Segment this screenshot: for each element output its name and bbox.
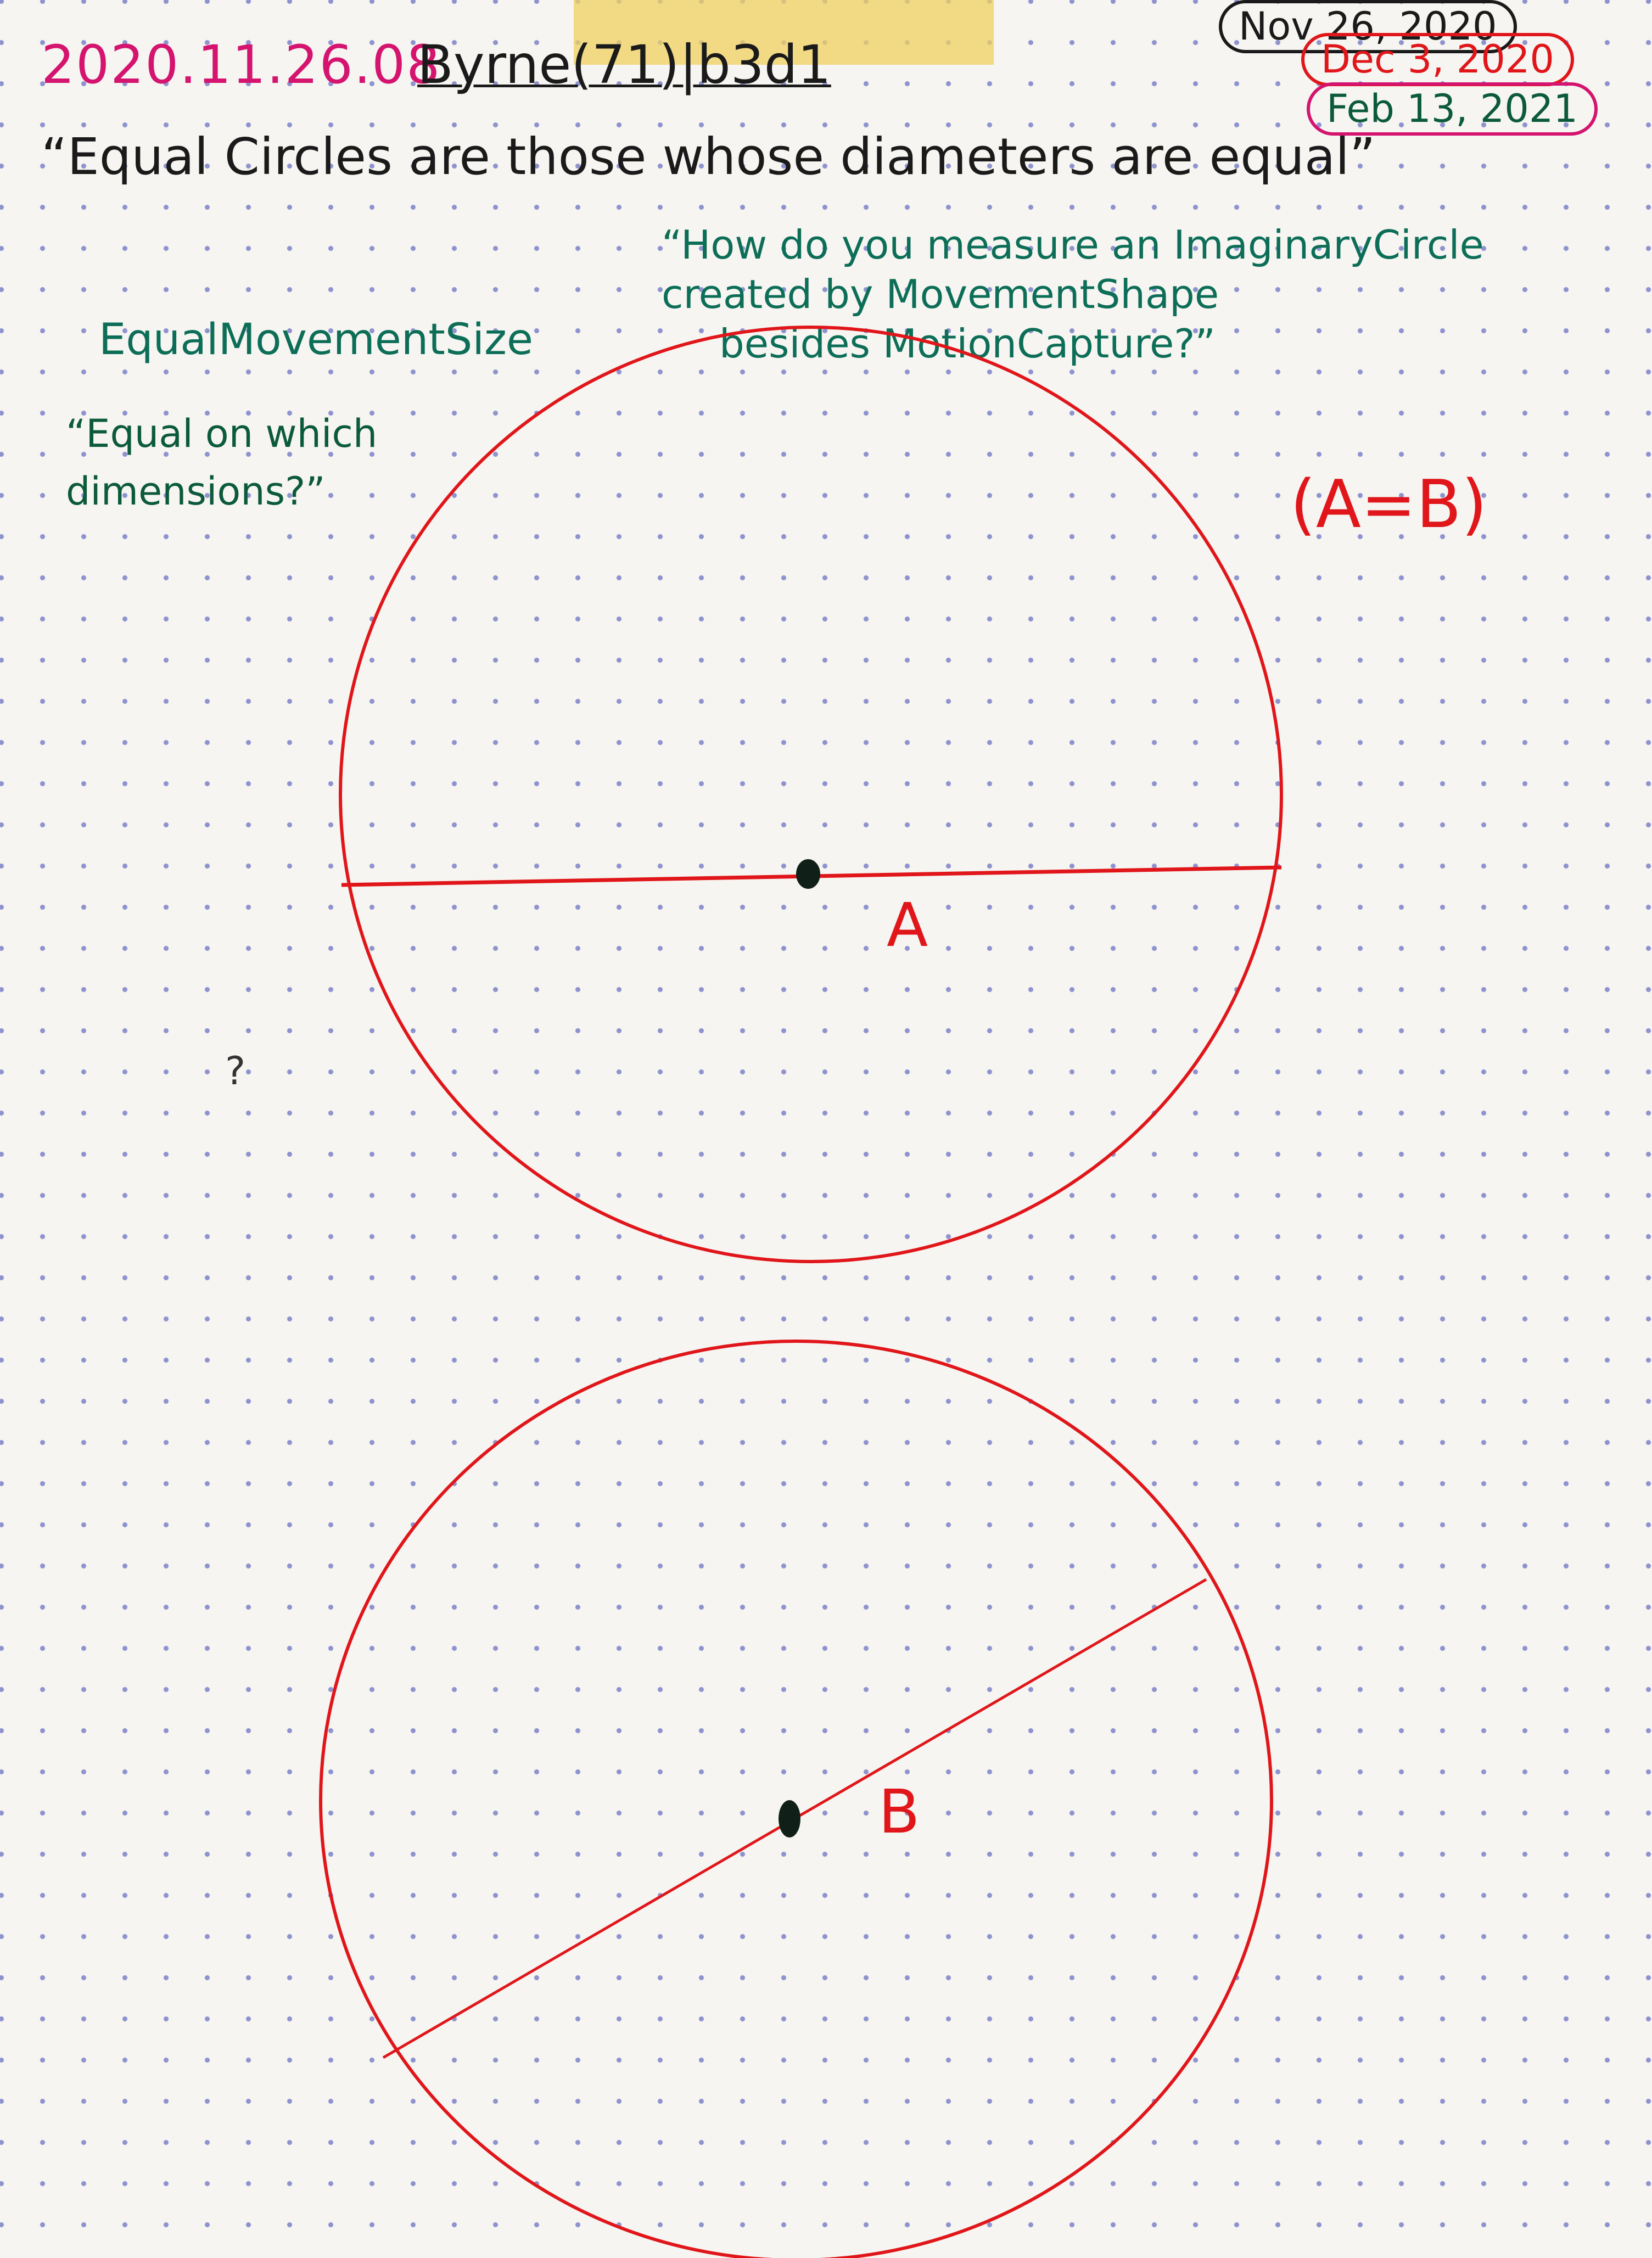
equation-a-equals-b: (A=B) bbox=[1290, 467, 1487, 543]
tape-strip bbox=[574, 0, 994, 65]
equal-question-line-2: dimensions?” bbox=[66, 469, 326, 514]
center-point-a bbox=[796, 859, 820, 889]
entry-date: 2020.11.26.08 bbox=[41, 34, 441, 96]
review-date-3: Feb 13, 2021 bbox=[1307, 82, 1598, 136]
circle-b bbox=[319, 1340, 1273, 2258]
review-date-2: Dec 3, 2020 bbox=[1301, 33, 1574, 86]
label-a: A bbox=[887, 890, 928, 960]
review-date-1: Nov 26, 2020 bbox=[1219, 0, 1517, 53]
question-line-1: “How do you measure an ImaginaryCircle bbox=[662, 222, 1484, 268]
question-line-3: besides MotionCapture?” bbox=[719, 321, 1216, 367]
question-line-2: created by MovementShape bbox=[662, 271, 1219, 317]
label-b: B bbox=[878, 1777, 920, 1847]
definition-quote: “Equal Circles are those whose diameters… bbox=[41, 127, 1376, 186]
equal-question-line-1: “Equal on which bbox=[66, 411, 378, 456]
center-point-b bbox=[779, 1800, 800, 1837]
stray-question-mark: ? bbox=[225, 1049, 246, 1094]
circle-a bbox=[339, 326, 1283, 1263]
tag-label: EqualMovementSize bbox=[99, 315, 533, 365]
reference-title: Byrne(71)|b3d1 bbox=[417, 34, 831, 96]
